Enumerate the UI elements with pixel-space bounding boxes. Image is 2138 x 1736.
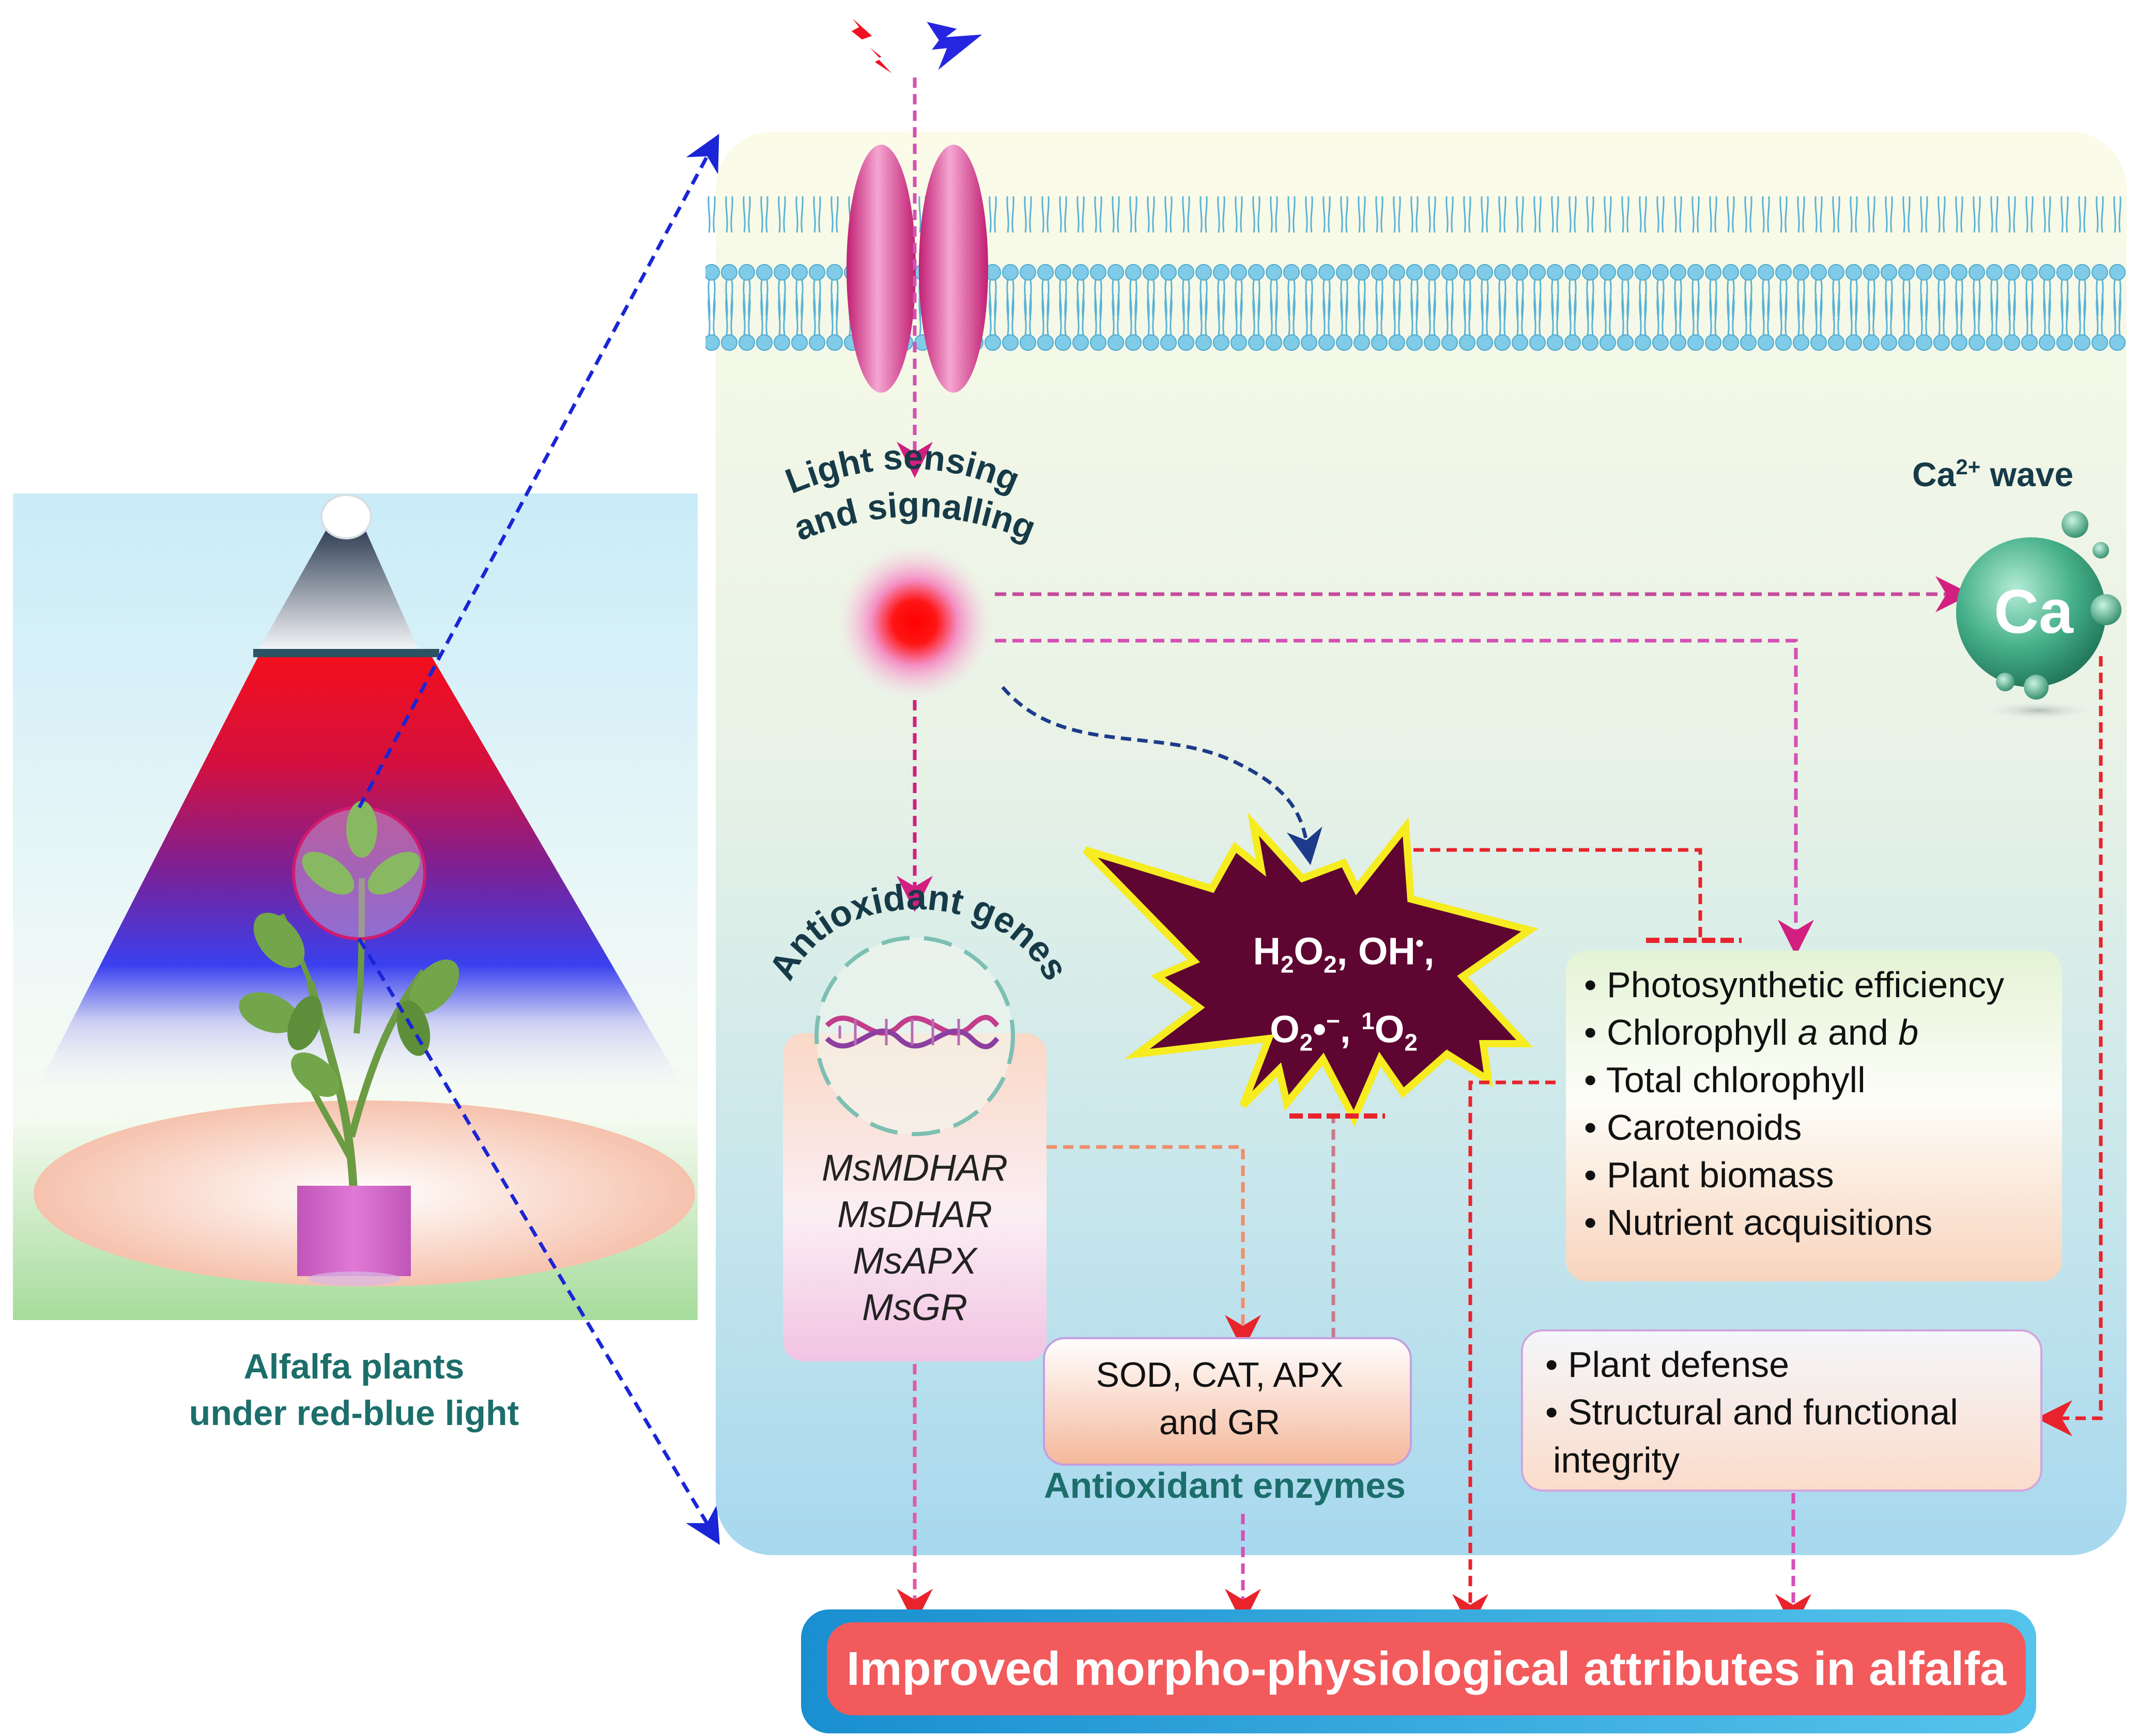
photoreceptor-left bbox=[847, 145, 916, 393]
blue-light-bolt-icon bbox=[923, 19, 987, 75]
antioxidant-genes-box bbox=[783, 1033, 1047, 1361]
attribute-item: Chlorophyll a and b bbox=[1584, 1009, 2004, 1056]
gene-item: MsAPX bbox=[852, 1241, 977, 1282]
dna-icon bbox=[825, 1015, 999, 1049]
zoom-line-bottom bbox=[357, 938, 720, 1545]
caption-line1: Alfalfa plants bbox=[243, 1347, 465, 1386]
zoom-line-top bbox=[357, 134, 719, 809]
lamp-shade bbox=[258, 522, 419, 650]
gene-item: MsDHAR bbox=[837, 1194, 992, 1235]
lamp-base-bar bbox=[253, 649, 439, 657]
antioxidant-enzymes-box bbox=[1043, 1337, 1412, 1466]
defense-item-continuation: integrity bbox=[1553, 1440, 1680, 1480]
enzymes-label: Antioxidant enzymes bbox=[1043, 1465, 1406, 1506]
outcome-text: Improved morpho-physiological attributes… bbox=[846, 1642, 2007, 1695]
left-panel bbox=[13, 134, 720, 1545]
ros-line1: H2O2, OH•, bbox=[1253, 929, 1435, 978]
signal-glow bbox=[837, 545, 992, 700]
enzymes-line1: SOD, CAT, APX bbox=[1096, 1355, 1344, 1394]
defense-item: Plant defense bbox=[1545, 1341, 1958, 1388]
ros-line2: O2•−, 1O2 bbox=[1270, 1008, 1418, 1056]
enzymes-line2: and GR bbox=[1159, 1403, 1281, 1442]
lamp-bulb bbox=[320, 494, 372, 539]
caption-line2: under red-blue light bbox=[189, 1393, 519, 1433]
attribute-item: Plant biomass bbox=[1584, 1151, 2004, 1199]
cell-membrane bbox=[705, 145, 2127, 393]
attribute-item: Photosynthetic efficiency bbox=[1584, 961, 2004, 1009]
outcome-banner bbox=[827, 1622, 2026, 1715]
red-light-bolt-icon bbox=[847, 12, 898, 79]
signal-to-ros-arrow bbox=[1001, 686, 1322, 865]
defense-item: Structural and functional bbox=[1545, 1388, 1958, 1436]
ca-wave-label: Ca2+ wave bbox=[1912, 455, 2074, 493]
genes-to-enzymes-arrow bbox=[1047, 1145, 1261, 1351]
left-caption: Alfalfa plants under red-blue light bbox=[10, 1343, 698, 1436]
attributes-to-outcome-arrow bbox=[1452, 1080, 1556, 1630]
ros-inhibit-attributes-line bbox=[1413, 848, 1702, 938]
ca-to-defense-arrow bbox=[2036, 656, 2103, 1436]
photoreceptor-right bbox=[919, 145, 988, 393]
dna-circle bbox=[814, 936, 1015, 1136]
attribute-item: Nutrient acquisitions bbox=[1584, 1199, 2004, 1246]
gene-item: MsGR bbox=[862, 1287, 967, 1328]
ca-ion-icon: Ca bbox=[1956, 511, 2121, 721]
attribute-item: Total chlorophyll bbox=[1584, 1056, 2004, 1104]
defense-list: Plant defense Structural and functional bbox=[1545, 1341, 1958, 1436]
ros-label: H2O2, OH•, O2•−, 1O2 bbox=[1158, 915, 1530, 1071]
gene-item: MsMDHAR bbox=[822, 1148, 1008, 1189]
attributes-list: Photosynthetic efficiency Chlorophyll a … bbox=[1584, 961, 2004, 1246]
attribute-item: Carotenoids bbox=[1584, 1104, 2004, 1151]
ca-ball-text: Ca bbox=[1994, 577, 2074, 646]
pot bbox=[297, 1186, 411, 1276]
signal-to-attributes-arrow bbox=[995, 639, 1814, 956]
enzymes-text: SOD, CAT, APX and GR bbox=[1039, 1351, 1401, 1446]
